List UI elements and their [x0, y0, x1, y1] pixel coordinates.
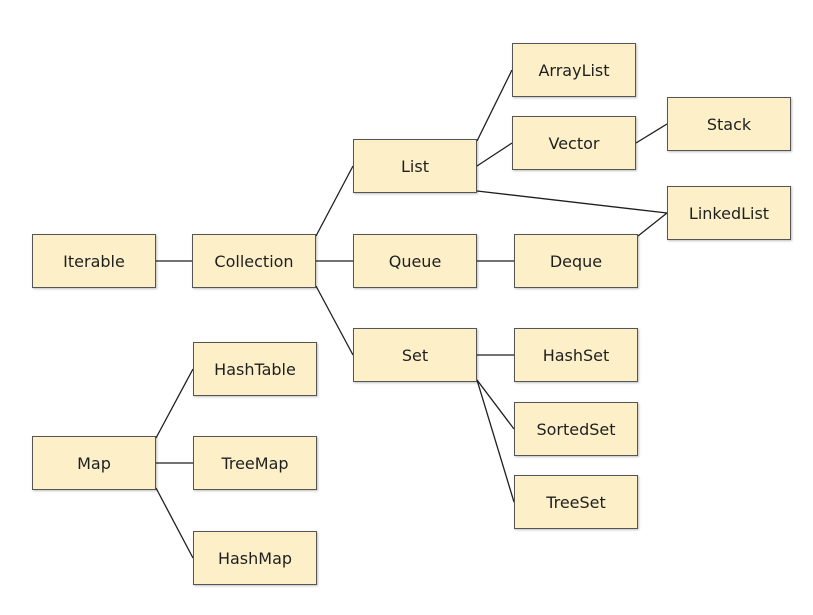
- node-hashtable: HashTable: [193, 342, 317, 396]
- node-map: Map: [32, 436, 156, 490]
- node-sortedset: SortedSet: [514, 402, 638, 456]
- node-stack: Stack: [667, 97, 791, 151]
- edge-collection-list: [315, 165, 354, 237]
- node-set: Set: [353, 328, 477, 382]
- node-linkedlist: LinkedList: [667, 186, 791, 240]
- edge-collection-set: [315, 285, 354, 356]
- edge-deque-linkedlist: [637, 212, 668, 237]
- node-queue: Queue: [353, 234, 477, 288]
- node-vector: Vector: [512, 116, 636, 170]
- node-treeset: TreeSet: [514, 475, 638, 529]
- node-iterable: Iterable: [32, 234, 156, 288]
- edge-map-hashmap: [155, 487, 194, 559]
- edge-set-sortedset: [476, 379, 515, 430]
- edge-list-arraylist: [476, 69, 513, 142]
- edge-list-vector: [476, 142, 513, 167]
- node-list: List: [353, 139, 477, 193]
- node-collection: Collection: [192, 234, 316, 288]
- edge-set-treeset: [476, 379, 515, 503]
- node-treemap: TreeMap: [193, 436, 317, 490]
- edge-list-linkedlist: [476, 190, 668, 214]
- edge-vector-stack: [635, 123, 668, 144]
- node-arraylist: ArrayList: [512, 43, 636, 97]
- edge-map-hashtable: [155, 368, 194, 439]
- node-deque: Deque: [514, 234, 638, 288]
- node-hashset: HashSet: [514, 328, 638, 382]
- node-hashmap: HashMap: [193, 531, 317, 585]
